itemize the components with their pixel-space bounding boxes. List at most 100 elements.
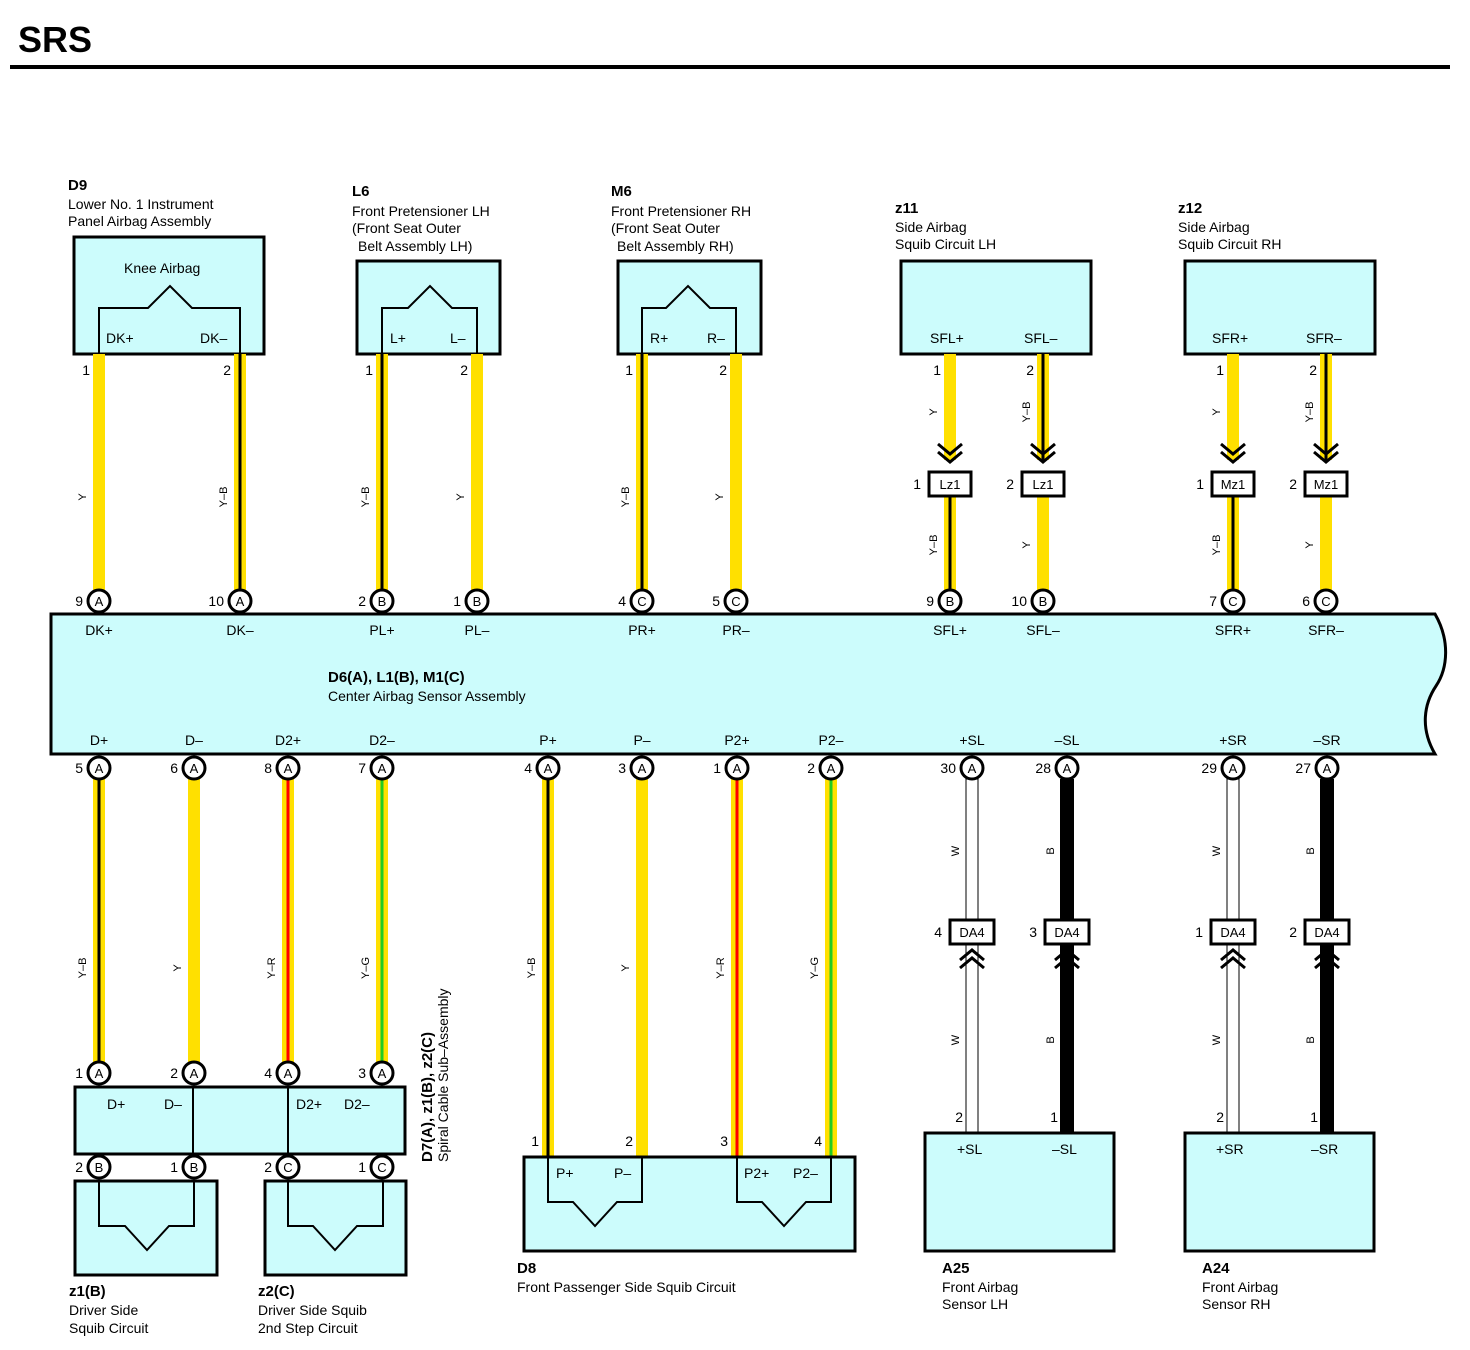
wire-top-sfrm-upper-stripe: [1324, 354, 1328, 460]
center-bottom-label-10: +SR: [1219, 732, 1247, 748]
chevron-sflp-a: [937, 442, 963, 456]
wire-top-lp-stripe: [380, 354, 384, 601]
center-top-label-4: PR+: [628, 622, 656, 638]
wire-top-dkm-stripe: [238, 354, 242, 601]
center-top-pin-sflp-letter: B: [946, 594, 955, 609]
wire-label-bottom-srp-upper: W: [1211, 845, 1223, 856]
a24-box: [1183, 1131, 1376, 1253]
chevron-srp-b: [1220, 948, 1246, 962]
wire-label-bottom-slm-upper: B: [1045, 847, 1057, 854]
wire-bottom-d2p-stripe: [286, 779, 290, 1073]
center-bottom-pin-pp-circle: [535, 755, 561, 781]
center-top-pin-dkm-letter: A: [236, 594, 245, 609]
wire-label-top-dkm: Y–B: [218, 487, 230, 508]
chevron-sflm-a: [1030, 442, 1056, 456]
center-top-pin-dkm-number: 10: [208, 593, 224, 609]
top-pin-num-dkp: 1: [82, 362, 90, 378]
z11-code: z11: [895, 200, 918, 217]
wire-label-bottom-p2p: Y–R: [715, 957, 727, 978]
d9-box: [72, 235, 266, 356]
m6-box: [616, 259, 763, 356]
center-top-pin-dkp-letter: A: [95, 594, 104, 609]
wire-bottom-p2m: [825, 779, 837, 1157]
wire-top-dkp: [93, 354, 105, 601]
d8-pin-num-pm: 2: [625, 1133, 633, 1149]
spiral-pin-d2m: D2–: [344, 1096, 370, 1112]
center-top-pin-lm-circle: [464, 588, 490, 614]
wire-top-dkm: [234, 354, 246, 601]
center-top-pin-sflp-number: 9: [926, 593, 934, 609]
center-bottom-pin-p2p-number: 1: [713, 760, 721, 776]
wire-label-top-lp: Y–B: [360, 487, 372, 508]
center-top-label-3: PL–: [465, 622, 490, 638]
center-top-pin-lm-number: 1: [453, 593, 461, 609]
center-bottom-pin-pp-letter: A: [544, 761, 553, 776]
z2-desc-1: Driver Side Squib: [258, 1302, 367, 1318]
center-code: D6(A), L1(B), M1(C): [328, 669, 465, 686]
spiral-bottom-pin-d2p-number: 2: [264, 1159, 272, 1175]
center-bottom-pin-srp-circle: [1220, 755, 1246, 781]
d8-squib-symbol-2: [736, 1157, 832, 1228]
chevron-sfrm-a: [1313, 442, 1339, 456]
spiral-top-pin-d2p-circle: [275, 1060, 301, 1086]
z11-pin-sflm: SFL–: [1024, 330, 1058, 346]
center-bottom-pin-srm-number: 27: [1295, 760, 1311, 776]
top-pin-num-rm: 2: [719, 362, 727, 378]
center-bottom-pin-pm-circle: [629, 755, 655, 781]
wire-bottom-srm-lower: [1320, 944, 1334, 1133]
spiral-bottom-pin-dp-letter: B: [95, 1160, 104, 1175]
center-top-label-2: PL+: [369, 622, 394, 638]
center-bottom-pin-dm-number: 6: [170, 760, 178, 776]
inline-conn-sfrm-label: Mz1: [1314, 477, 1339, 492]
component-a24: +SR –SR A24 Front Airbag Sensor RH: [1183, 1131, 1376, 1312]
top-pin-num-lp: 1: [365, 362, 373, 378]
component-z2: z2(C) Driver Side Squib 2nd Step Circuit: [258, 1179, 408, 1336]
center-top-pin-lm-letter: B: [473, 594, 482, 609]
top-pin-num-sflm: 2: [1026, 362, 1034, 378]
spiral-bottom-pin-dp-circle: [86, 1154, 112, 1180]
spiral-pin-dp: D+: [107, 1096, 125, 1112]
chevron-slm-a: [1054, 956, 1080, 970]
a25-pin-slp: +SL: [957, 1141, 983, 1157]
a25-code: A25: [942, 1260, 970, 1277]
center-bottom-pin-dp-number: 5: [75, 760, 83, 776]
inline-conn-srp-number: 1: [1195, 924, 1203, 940]
wire-label-bottom-p2m: Y–G: [809, 957, 821, 979]
d9-squib-symbol: [98, 284, 241, 354]
wire-label-bottom-srp-lower: W: [1211, 1034, 1223, 1045]
chevron-slp-b: [959, 948, 985, 962]
d9-inner-label: Knee Airbag: [124, 260, 200, 276]
wire-bottom-srp-lower: [1226, 943, 1240, 1134]
wire-top-rm-body: [730, 354, 742, 601]
center-bottom-pin-d2m-letter: A: [378, 761, 387, 776]
wire-bottom-d2m: [376, 779, 388, 1073]
component-spiral-cable: D+ D– D2+ D2– D7(A), z1(B), z2(C) Spiral…: [73, 988, 451, 1162]
center-bottom-pin-slp-letter: A: [968, 761, 977, 776]
top-pin-num-lm: 2: [460, 362, 468, 378]
wire-label-bottom-slp-lower: W: [950, 1034, 962, 1045]
spiral-bottom-pin-dm-circle: [181, 1154, 207, 1180]
d9-pin-dkm: DK–: [200, 330, 227, 346]
spiral-bottom-pin-dp-number: 2: [75, 1159, 83, 1175]
center-bottom-pin-d2m-number: 7: [358, 760, 366, 776]
wire-label-top-sfrp-upper: Y: [1211, 408, 1223, 416]
chevron-srm-a: [1314, 956, 1340, 970]
wire-bottom-d2m-stripe: [380, 779, 384, 1073]
inline-conn-srm-number: 2: [1289, 924, 1297, 940]
wire-top-sflm-upper: [1037, 354, 1049, 460]
z1-desc-1: Driver Side: [69, 1302, 138, 1318]
center-top-pin-sfrp-letter: C: [1228, 594, 1237, 609]
chevron-sfrm-b: [1313, 450, 1339, 464]
inline-conn-sflm-label: Lz1: [1033, 477, 1054, 492]
wire-bottom-d2p: [282, 779, 294, 1073]
center-top-pin-sfrm-number: 6: [1302, 593, 1310, 609]
inline-conn-sfrm-box: [1303, 470, 1349, 498]
z12-desc-2: Squib Circuit RH: [1178, 236, 1281, 252]
z1-box: [73, 1179, 219, 1277]
wire-label-bottom-pm: Y: [620, 964, 632, 972]
wire-label-top-sfrm-upper: Y–B: [1304, 402, 1316, 423]
center-bottom-pin-pp-number: 4: [524, 760, 532, 776]
component-d9: D9 Lower No. 1 Instrument Panel Airbag A…: [68, 177, 266, 356]
wire-bottom-p2m-stripe: [829, 779, 833, 1157]
